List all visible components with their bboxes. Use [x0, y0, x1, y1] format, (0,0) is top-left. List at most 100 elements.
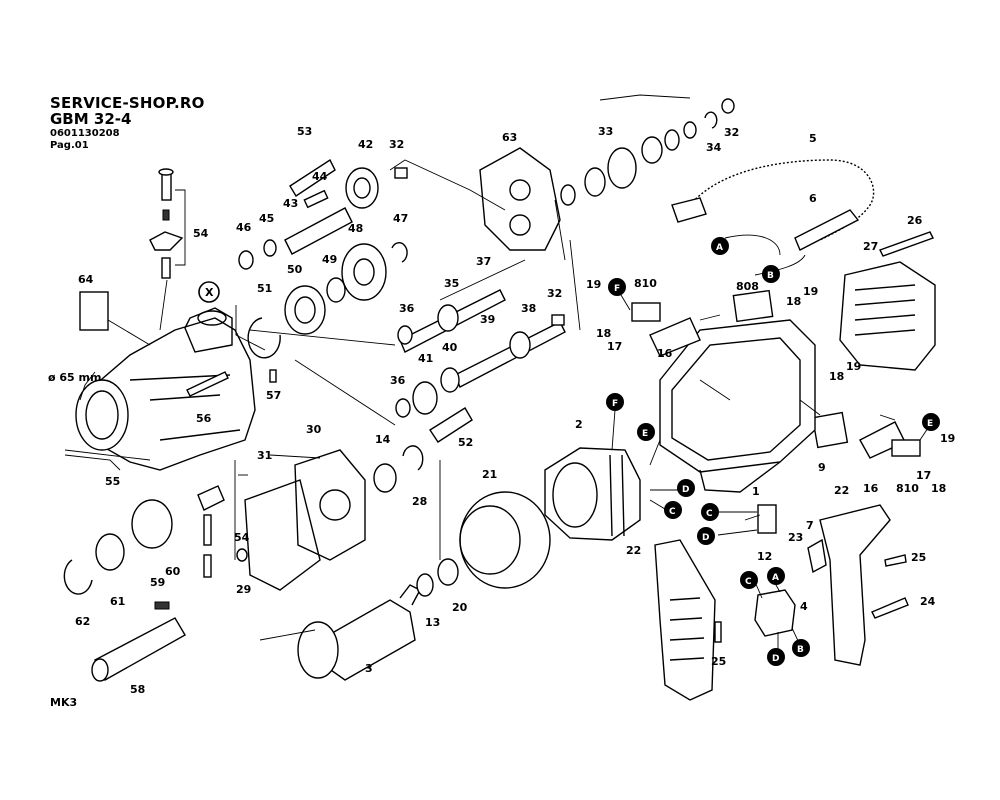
label-22b: 22: [834, 484, 849, 497]
label-34: 34: [706, 141, 722, 154]
capacitor-12: [757, 504, 777, 534]
lever-52: [429, 407, 473, 443]
label-48: 48: [348, 222, 363, 235]
svg-text:F: F: [614, 284, 620, 294]
label-61: 61: [110, 595, 125, 608]
key-59: [154, 601, 170, 610]
svg-text:A: A: [772, 573, 779, 583]
label-2: 2: [575, 418, 583, 431]
label-35: 35: [444, 277, 459, 290]
label-18a: 18: [596, 327, 611, 340]
label-45: 45: [259, 212, 274, 225]
svg-text:A: A: [716, 243, 723, 253]
screw-56: [186, 371, 229, 397]
label-19c: 19: [846, 360, 861, 373]
label-44: 44: [312, 170, 328, 183]
label-16b: 16: [863, 482, 879, 495]
spindle-58: [91, 617, 186, 682]
clip-7: [807, 538, 827, 574]
clamp-screw-assembly-54b: [197, 485, 225, 578]
washer-49: [326, 277, 346, 303]
label-43: 43: [283, 197, 298, 210]
label-mk3: MK3: [50, 696, 77, 709]
callout-a-cable: A: [711, 237, 729, 255]
label-27: 27: [863, 240, 878, 253]
callout-c-switch: C: [740, 571, 758, 589]
header-block: SERVICE-SHOP.RO GBM 32-4 0601130208 Pag.…: [50, 96, 205, 151]
label-30: 30: [306, 423, 322, 436]
callout-x: X: [198, 281, 220, 303]
pin-57: [269, 369, 277, 383]
bearing-36a: [397, 325, 413, 345]
label-12: 12: [757, 550, 772, 563]
label-810b: 810: [896, 482, 919, 495]
armature-3: [297, 584, 421, 681]
label-card-9: [811, 411, 849, 449]
label-39: 39: [480, 313, 495, 326]
label-3: 3: [365, 662, 373, 675]
svg-text:E: E: [642, 429, 648, 439]
label-19d: 19: [940, 432, 955, 445]
label-64: 64: [78, 273, 94, 286]
label-18d: 18: [931, 482, 946, 495]
label-25b: 25: [911, 551, 926, 564]
fan-baffle-21: [459, 491, 551, 589]
callout-b-cable: B: [762, 265, 780, 283]
label-card-64: [79, 291, 109, 331]
callout-c-stator: C: [664, 501, 682, 519]
label-21: 21: [482, 468, 497, 481]
label-26: 26: [907, 214, 923, 227]
label-6: 6: [809, 192, 817, 205]
bushing-46: [238, 250, 254, 270]
label-5: 5: [809, 132, 817, 145]
intermediate-shaft-38: [454, 321, 566, 388]
bearing-50: [284, 285, 326, 335]
callout-b-switch: B: [792, 639, 810, 657]
callout-c-capacitor: C: [701, 503, 719, 521]
label-32a: 32: [389, 138, 404, 151]
circlip-28: [402, 445, 424, 471]
label-18c: 18: [829, 370, 844, 383]
gear-41: [412, 381, 438, 415]
ring-61: [95, 533, 125, 571]
circlip-51: [247, 317, 281, 359]
label-23: 23: [788, 531, 803, 544]
shop-name: SERVICE-SHOP.RO: [50, 94, 205, 112]
label-19a: 19: [586, 278, 601, 291]
power-cable-5: [671, 159, 875, 251]
gear-40: [440, 367, 460, 393]
label-42: 42: [358, 138, 373, 151]
svg-text:C: C: [706, 509, 713, 519]
stator-2: [544, 447, 641, 541]
label-24: 24: [920, 595, 936, 608]
motor-housing-1: [659, 319, 816, 493]
svg-text:D: D: [702, 533, 709, 543]
svg-text:B: B: [797, 645, 804, 655]
label-38: 38: [521, 302, 536, 315]
intermediate-shaft-35: [399, 289, 506, 353]
bushing-32a: [394, 167, 408, 179]
page-number: Pag.01: [50, 140, 89, 151]
label-47: 47: [393, 212, 408, 225]
label-13: 13: [425, 616, 440, 629]
svg-text:D: D: [772, 654, 779, 664]
label-22a: 22: [626, 544, 641, 557]
screw-25a: [714, 621, 722, 643]
label-46: 46: [236, 221, 252, 234]
label-58: 58: [130, 683, 145, 696]
bushing-32b: [551, 314, 565, 326]
callout-f-top: F: [608, 278, 626, 296]
label-36b: 36: [390, 374, 406, 387]
label-7: 7: [806, 519, 814, 532]
label-9: 9: [818, 461, 826, 474]
carbon-brush-810b: [891, 439, 921, 457]
label-41: 41: [418, 352, 433, 365]
label-59: 59: [150, 576, 165, 589]
svg-text:F: F: [612, 399, 618, 409]
label-62: 62: [75, 615, 90, 628]
bearing-set-33: [560, 98, 735, 206]
label-33: 33: [598, 125, 613, 138]
label-54a: 54: [193, 227, 209, 240]
housing-cap-27: [839, 261, 936, 371]
